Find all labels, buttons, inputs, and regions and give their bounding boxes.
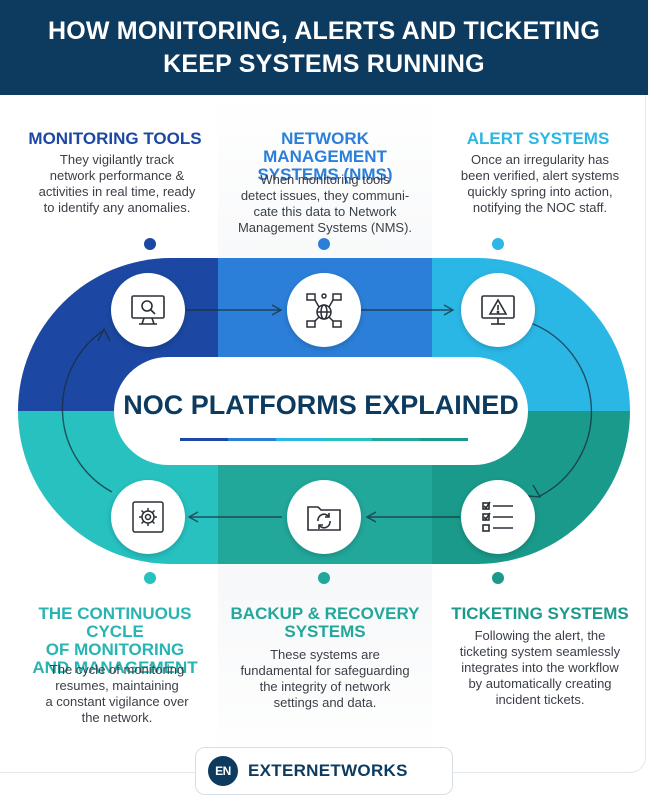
alert-dot (492, 238, 504, 250)
cycle-desc: The cycle of monitoring resumes, maintai… (45, 662, 189, 725)
monitor-search-icon (111, 273, 185, 347)
monitoring-dot (144, 238, 156, 250)
ticketing-desc: Following the alert, the ticketing syste… (459, 628, 621, 707)
backup-dot (318, 572, 330, 584)
header-banner: HOW MONITORING, ALERTS AND TICKETING KEE… (0, 0, 648, 95)
arrow-alert-to-ticketing (527, 321, 593, 497)
ticketing-dot (492, 572, 504, 584)
monitoring-title: MONITORING TOOLS (28, 129, 202, 148)
alert-title: ALERT SYSTEMS (466, 129, 610, 148)
cycle-dot (144, 572, 156, 584)
arrow-head-5 (187, 511, 199, 523)
alert-monitor-icon (461, 273, 535, 347)
checklist-icon (461, 480, 535, 554)
arrow-head-6 (97, 327, 111, 342)
arrow-head-3 (527, 484, 542, 498)
monitoring-desc: They vigilantly track network performanc… (38, 152, 196, 215)
gear-cycle-icon (111, 480, 185, 554)
brand-logo-box: EN EXTERNETWORKS (195, 747, 453, 795)
center-label: NOC PLATFORMS EXPLAINED (123, 390, 519, 420)
center-label-pill: NOC PLATFORMS EXPLAINED (114, 357, 528, 465)
nms-title: NETWORK MANAGEMENT SYSTEMS (NMS) (257, 129, 393, 184)
arrow-head-4 (365, 511, 377, 523)
center-bar-6 (420, 438, 468, 441)
center-bar-3 (276, 438, 324, 441)
alert-desc: Once an irregularity has been verified, … (460, 152, 620, 215)
backup-desc: These systems are fundamental for safegu… (240, 647, 410, 710)
arrow-cycle-to-monitoring (61, 329, 113, 493)
brand-logo-mark: EN (208, 756, 238, 786)
center-bar-5 (372, 438, 420, 441)
nms-desc: When monitoring tools detect issues, the… (237, 172, 413, 235)
folder-refresh-icon (287, 480, 361, 554)
center-bar-2 (228, 438, 276, 441)
cycle-title: THE CONTINUOUS CYCLE OF MONITORING AND M… (32, 604, 198, 677)
nms-dot (318, 238, 330, 250)
header-title-line2: KEEP SYSTEMS RUNNING (163, 50, 485, 78)
arrow-head-2 (443, 304, 455, 316)
ticketing-title: TICKETING SYSTEMS (451, 604, 629, 623)
network-globe-icon (287, 273, 361, 347)
backup-title: BACKUP & RECOVERY SYSTEMS (230, 604, 420, 641)
header-title-line1: HOW MONITORING, ALERTS AND TICKETING (47, 17, 601, 45)
center-bar-1 (180, 438, 228, 441)
arrow-head-1 (271, 304, 283, 316)
brand-logo-name: EXTERNETWORKS (248, 761, 408, 780)
center-bar-4 (324, 438, 372, 441)
